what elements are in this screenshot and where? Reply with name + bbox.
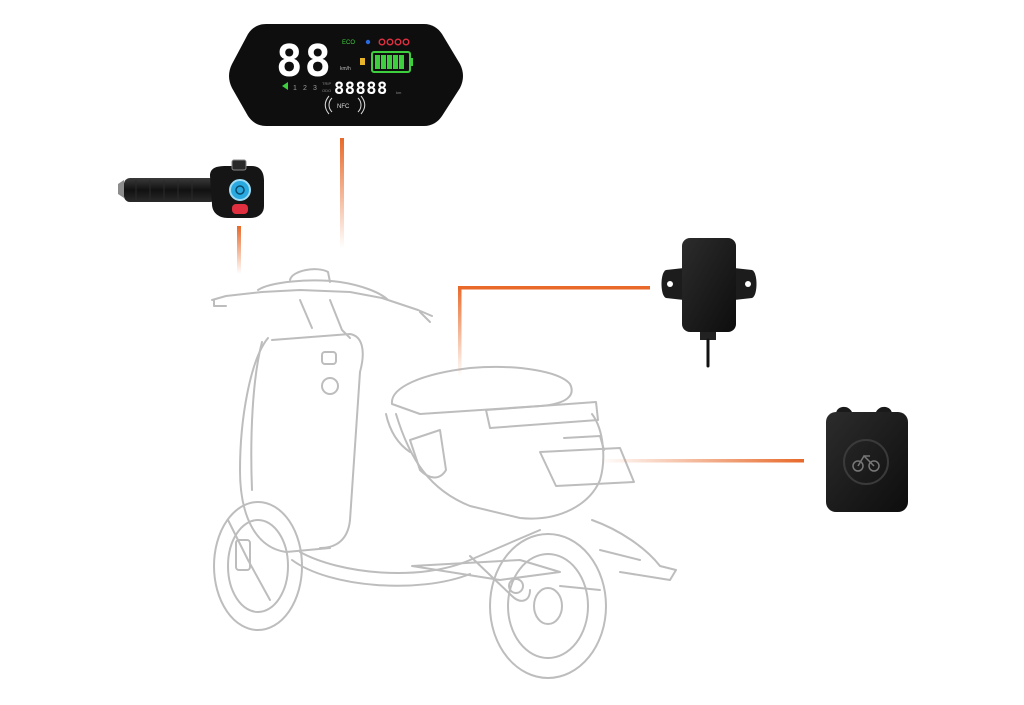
km-label: km [396, 90, 402, 95]
odo-label: ODO [322, 88, 331, 93]
connector-display [340, 138, 344, 248]
status-dot-blue [365, 39, 371, 45]
nfc-label: NFC [337, 104, 350, 110]
status-dot-red-1 [378, 38, 386, 46]
eco-label: ECO [342, 40, 355, 46]
trip-label: TRIP [322, 81, 331, 86]
connector-gps-horizontal [458, 286, 650, 290]
status-dot-red-2 [386, 38, 394, 46]
charge-icon [360, 58, 365, 65]
battery-icon [371, 51, 413, 73]
turn-arrow-icon [282, 82, 288, 90]
odometer-readout: 88888 [334, 79, 388, 99]
status-dot-red-4 [402, 38, 410, 46]
gear-3: 3 [313, 85, 317, 92]
gear-2: 2 [303, 85, 307, 92]
speed-readout: 88 [276, 36, 333, 87]
connector-gps-vertical [458, 286, 462, 376]
connector-controller [600, 459, 804, 463]
throttle-grip-icon [118, 159, 264, 218]
nfc-icon [324, 95, 366, 115]
gps-tracker-icon [661, 238, 757, 368]
throttle-power-button [229, 179, 251, 201]
lcd-display-icon: 88 ECO km/h 1 2 3 TRIP ODO 88888 km [229, 24, 463, 126]
speed-unit-label: km/h [340, 66, 351, 72]
throttle-red-button [232, 204, 248, 214]
bike-controller-icon [826, 406, 908, 512]
connector-throttle [237, 226, 241, 274]
gear-1: 1 [293, 85, 297, 92]
connector-lines [237, 138, 804, 463]
electric-scooter-outline [211, 268, 677, 679]
status-dot-red-3 [394, 38, 402, 46]
